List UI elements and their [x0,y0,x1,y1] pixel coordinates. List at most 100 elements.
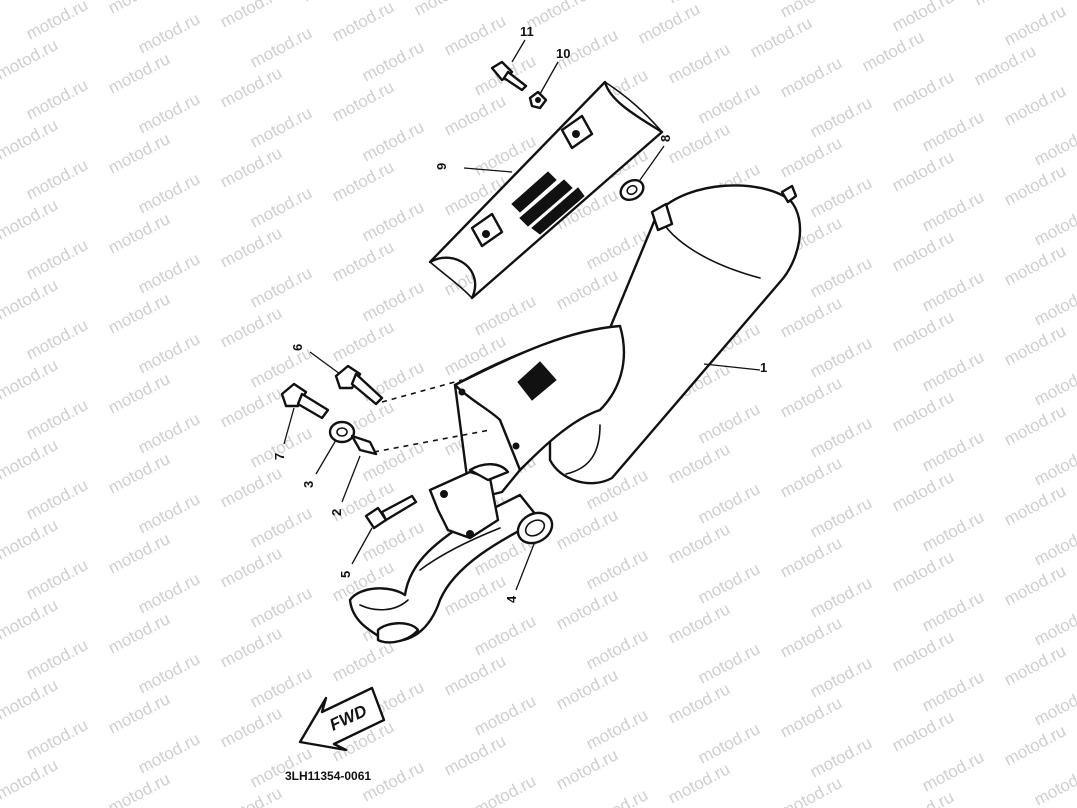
watermark-text: motod.ru [695,79,763,127]
watermark-text: motod.ru [217,783,285,808]
bolt-part-11 [490,60,528,92]
watermark-text: motod.ru [247,183,315,231]
watermark-text: motod.ru [217,463,285,511]
watermark-text: motod.ru [441,11,509,59]
watermark-text: motod.ru [919,267,987,315]
watermark-text: motod.ru [135,249,203,297]
watermark-text: motod.ru [329,317,397,365]
watermark-text: motod.ru [471,291,539,339]
callout-6: 6 [290,344,305,351]
watermark-text: motod.ru [807,573,875,621]
callout-8: 8 [658,135,673,142]
watermark-text: motod.ru [777,293,845,341]
watermark-text: motod.ru [665,759,733,807]
watermark-text: motod.ru [889,707,957,755]
watermark-text: motod.ru [247,583,315,631]
watermark-text: motod.ru [23,0,91,44]
callout-11: 11 [520,24,534,39]
watermark-text: motod.ru [359,277,427,325]
watermark-text: motod.ru [889,147,957,195]
watermark-text: motod.ru [777,0,845,22]
watermark-text: motod.ru [329,237,397,285]
watermark-text: motod.ru [135,89,203,137]
watermark-text: motod.ru [665,679,733,727]
watermark-text: motod.ru [919,587,987,635]
watermark-text: motod.ru [665,0,733,8]
watermark-text: motod.ru [105,369,173,417]
heat-protector-slots [511,171,585,235]
collar-part-2 [350,434,378,456]
watermark-text: motod.ru [889,547,957,595]
watermark-text: motod.ru [1001,401,1069,449]
watermark-text: motod.ru [471,771,539,808]
watermark-text: motod.ru [635,0,703,48]
leader-lines [283,39,761,591]
watermark-text: motod.ru [777,53,845,101]
watermark-text: motod.ru [553,665,621,713]
watermark-text: motod.ru [695,399,763,447]
watermark-text: motod.ru [23,715,91,763]
watermark-text: motod.ru [135,169,203,217]
watermark-text: motod.ru [247,263,315,311]
watermark-text: motod.ru [105,689,173,737]
watermark-text: motod.ru [217,63,285,111]
watermark-text: motod.ru [135,9,203,57]
watermark-text: motod.ru [971,41,1039,89]
watermark-text: motod.ru [1031,601,1077,649]
watermark-text: motod.ru [23,75,91,123]
watermark-text: motod.ru [329,157,397,205]
watermark-text: motod.ru [217,143,285,191]
watermark-text: motod.ru [105,0,173,18]
callout-4: 4 [504,595,519,603]
gasket-part-8 [619,178,645,202]
callout-labels: 1 2 3 4 5 6 7 8 9 10 11 [272,24,767,603]
watermark-text: motod.ru [471,611,539,659]
watermark-text: motod.ru [217,223,285,271]
watermark-text: motod.ru [471,691,539,739]
nut-part-10 [528,90,548,110]
watermark-text: motod.ru [23,155,91,203]
watermark-text: motod.ru [329,0,397,46]
watermark-text: motod.ru [777,453,845,501]
watermark-text: motod.ru [583,785,651,808]
watermark-text: motod.ru [747,13,815,61]
watermark-text: motod.ru [665,599,733,647]
watermark-text: motod.ru [777,693,845,741]
watermark-text: motod.ru [105,449,173,497]
watermark-text: motod.ru [807,93,875,141]
watermark-text: motod.ru [1001,721,1069,769]
watermark-text: motod.ru [217,303,285,351]
callout-10: 10 [556,46,570,61]
watermark-text: motod.ru [105,529,173,577]
watermark-text: motod.ru [217,623,285,671]
watermark-text: motod.ru [807,413,875,461]
watermark-text: motod.ru [247,743,315,791]
watermark-text: motod.ru [553,505,621,553]
watermark-text: motod.ru [23,555,91,603]
watermark-text: motod.ru [919,507,987,555]
watermark-text: motod.ru [217,383,285,431]
watermark-text: motod.ru [135,649,203,697]
watermark-text: motod.ru [135,729,203,777]
watermark-text: motod.ru [1001,641,1069,689]
watermark-text: motod.ru [217,703,285,751]
watermark-text: motod.ru [777,773,845,808]
callout-3: 3 [301,481,316,488]
watermark-text: motod.ru [105,609,173,657]
watermark-text: motod.ru [23,635,91,683]
callout-7: 7 [272,453,287,460]
callout-1: 1 [760,360,767,375]
watermark-text: motod.ru [777,373,845,421]
watermark-text: motod.ru [0,0,61,4]
watermark-text: motod.ru [807,733,875,781]
exhaust-pipe [348,463,542,644]
watermark-text: motod.ru [441,651,509,699]
muffler-tail-pipe [780,184,798,204]
diagram-code: 3LH11354-0061 [285,769,371,783]
watermark-text: motod.ru [553,745,621,793]
callout-9: 9 [434,163,449,170]
watermark-text: motod.ru [583,705,651,753]
watermark-text: motod.ru [247,663,315,711]
watermark-text: motod.ru [919,667,987,715]
